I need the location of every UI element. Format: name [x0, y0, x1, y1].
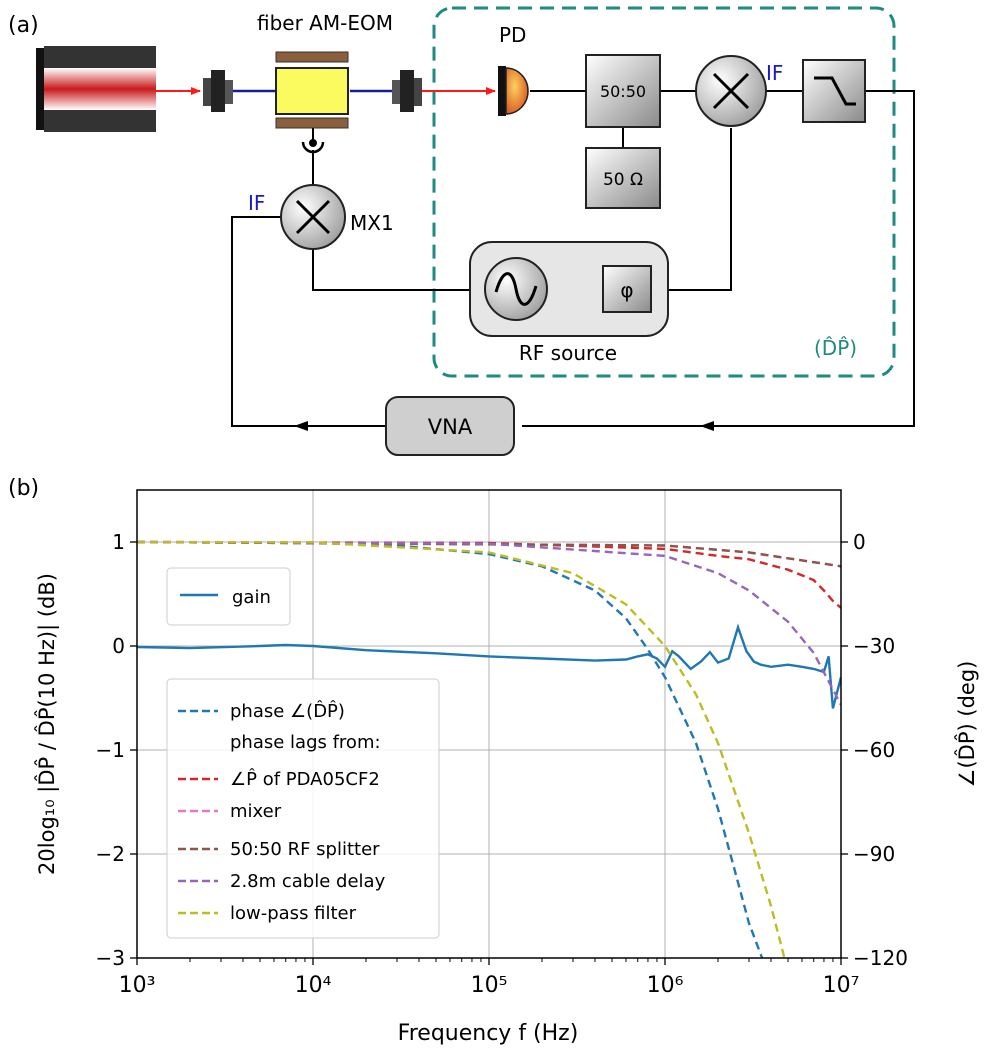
vna-label: VNA — [428, 415, 473, 439]
panel-a-label: (a) — [8, 13, 39, 38]
splitter-box — [585, 54, 661, 128]
y-tick-label: −1 — [96, 738, 125, 762]
y2-tick-label: 0 — [853, 530, 866, 554]
phase-shifter-label: φ — [620, 278, 633, 302]
legend-item-cable: 2.8m cable delay — [230, 871, 386, 892]
legend-item-lowpass: low-pass filter — [230, 903, 357, 924]
legend-item-mixer: mixer — [230, 801, 282, 822]
series-line-0 — [137, 623, 841, 709]
photodiode — [498, 66, 529, 116]
arrow-left-return — [294, 421, 308, 431]
x-tick-label: 10⁵ — [471, 973, 508, 998]
y2-tick-label: −30 — [853, 634, 895, 658]
right-axis-label: ∠(D̂P̂) (deg) — [954, 661, 979, 788]
y-tick-label: 0 — [112, 634, 125, 658]
mixer-if-label: IF — [766, 61, 783, 85]
series-line-2 — [137, 540, 841, 609]
fiber-coupler-right — [392, 70, 422, 112]
fiber-am-eom — [275, 51, 349, 129]
y-tick-label: −3 — [96, 946, 125, 970]
pd-label: PD — [499, 23, 526, 47]
signal-wires — [231, 90, 915, 427]
sine-wave-icon — [494, 272, 538, 306]
legend-gain: gain — [166, 567, 291, 626]
legend-item-splitter: 50:50 RF splitter — [230, 839, 380, 860]
vna-box — [385, 396, 515, 456]
arrow-right-return — [700, 421, 714, 431]
dp-box-label: (D̂P̂) — [814, 336, 857, 360]
lowpass-filter-box — [802, 59, 866, 123]
series-line-5 — [137, 540, 841, 706]
panel-b-label: (b) — [8, 476, 39, 501]
chart-ticks: 10³ 10⁴ 10⁵ 10⁶ 10⁷ −3 −2 −1 0 1 −120 −90 −60 −30 0 — [96, 530, 908, 998]
y2-tick-label: −120 — [853, 946, 908, 970]
legend-lags-header: phase lags from: — [230, 732, 381, 753]
lowpass-icon — [814, 76, 856, 106]
eom-label: fiber AM-EOM — [257, 11, 393, 35]
legend-gain-label: gain — [232, 587, 271, 608]
x-tick-label: 10⁴ — [295, 973, 332, 998]
y2-tick-label: −90 — [853, 842, 895, 866]
x-tick-label: 10⁷ — [823, 973, 860, 998]
series-line-6 — [137, 540, 786, 958]
termination-label: 50 Ω — [603, 170, 643, 190]
x-tick-label: 10⁶ — [647, 973, 684, 998]
mixer-x-icon — [712, 72, 750, 110]
mx1-label: MX1 — [350, 211, 394, 235]
y-tick-label: −2 — [96, 842, 125, 866]
legend-phase-label: phase ∠(D̂P̂) — [230, 701, 345, 722]
mx1-x-icon — [295, 199, 331, 235]
termination-box — [585, 147, 661, 209]
left-axis-label: 20log₁₀ |D̂P̂ / D̂P̂(10 Hz)| (dB) — [34, 573, 60, 875]
chart-series — [137, 540, 841, 958]
rf-source-label: RF source — [519, 341, 617, 365]
fiber-coupler-left — [203, 70, 233, 112]
splitter-label: 50:50 — [600, 82, 646, 101]
x-axis-label: Frequency f (Hz) — [398, 1021, 579, 1046]
y2-tick-label: −60 — [853, 738, 895, 762]
phase-shifter-box — [602, 265, 652, 313]
mx1-if-label: IF — [248, 191, 265, 215]
dp-dashed-box — [432, 6, 896, 378]
legend-phase: phase ∠(D̂P̂) phase lags from: ∠P̂ of PD… — [166, 678, 440, 939]
legend-item-pd: ∠P̂ of PDA05CF2 — [230, 769, 380, 790]
y-tick-label: 1 — [112, 530, 125, 554]
rf-connector-dot — [309, 139, 317, 147]
x-tick-label: 10³ — [119, 973, 156, 998]
laser — [36, 46, 156, 132]
